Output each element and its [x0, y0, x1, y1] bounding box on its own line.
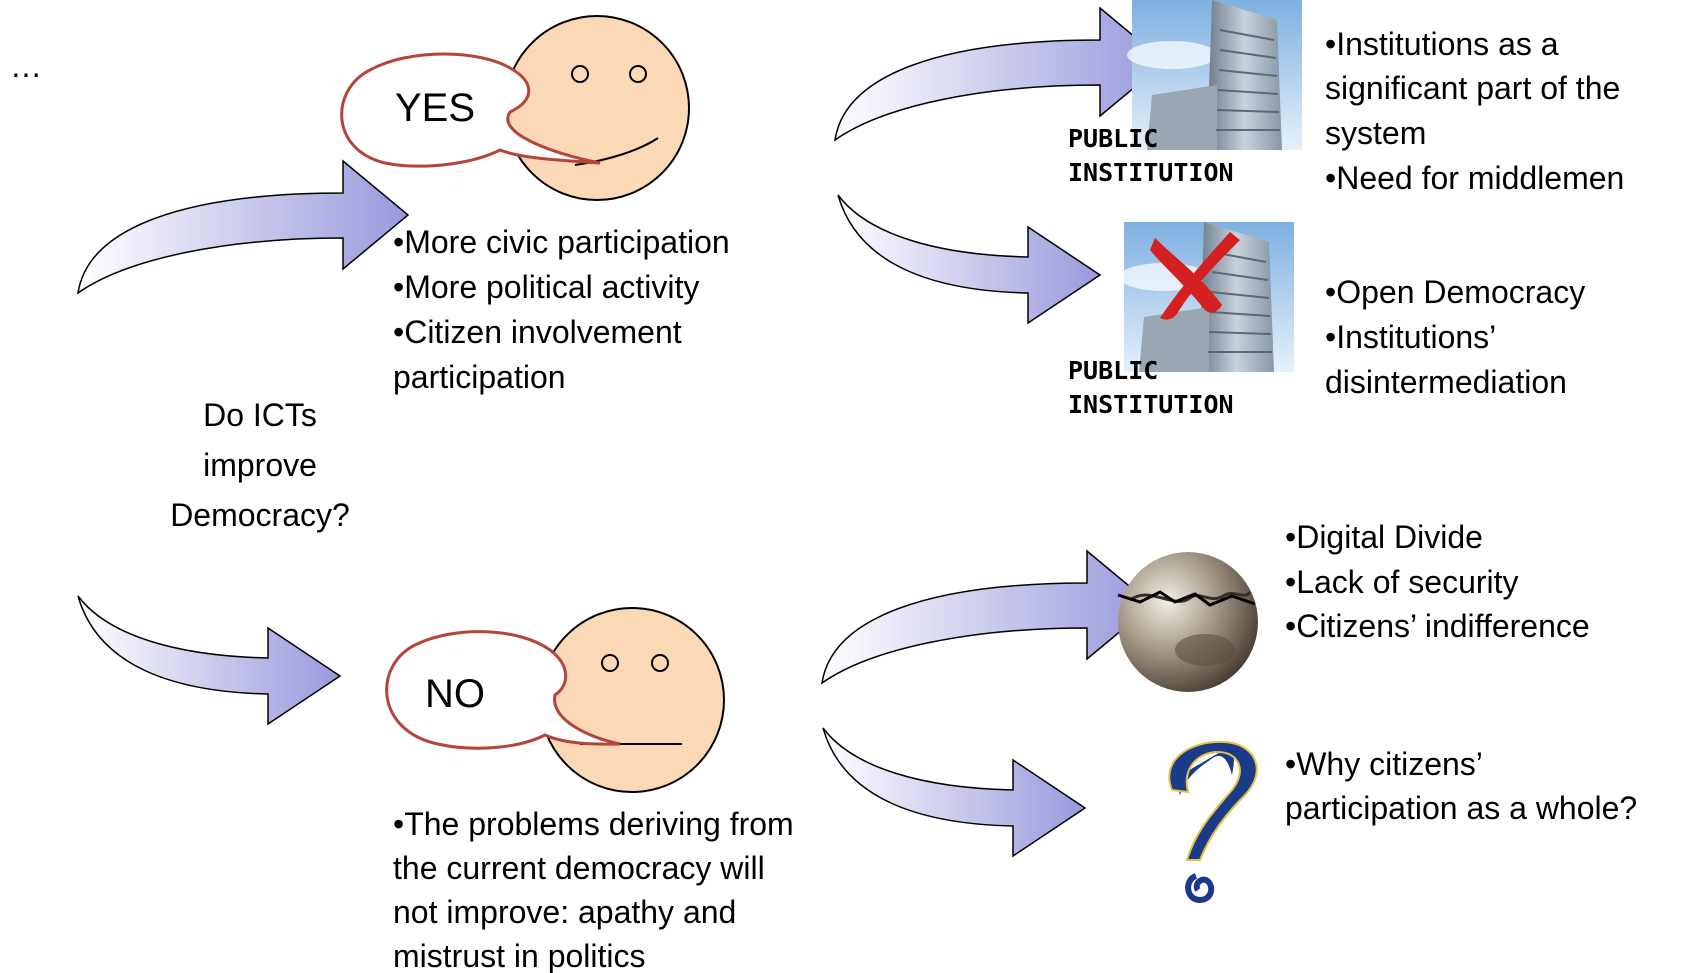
no-label: NO: [425, 672, 485, 716]
list-item: disintermediation: [1325, 364, 1567, 400]
list-item: participation: [393, 359, 566, 395]
list-item: mistrust in politics: [393, 938, 646, 973]
list-item: •Citizen involvement: [393, 314, 682, 350]
list-item: •Why citizens’: [1285, 746, 1483, 782]
list-item: •More civic participation: [393, 224, 730, 260]
question-line: Democracy?: [170, 497, 350, 533]
red-cross-icon: [1150, 232, 1240, 320]
institution-label: PUBLIC: [1068, 356, 1159, 385]
list-item: •Need for middlemen: [1325, 160, 1625, 196]
ellipsis-mark: …: [10, 48, 42, 84]
list-item: •The problems deriving from: [393, 806, 794, 842]
list-item: •Digital Divide: [1285, 519, 1483, 555]
list-item: •Institutions’: [1325, 319, 1497, 355]
list-item: not improve: apathy and: [393, 894, 737, 930]
question-mark-icon: [1168, 740, 1258, 904]
arrow-to-divide: [821, 550, 1153, 684]
list-item: •Open Democracy: [1325, 274, 1586, 310]
yes-label: YES: [395, 86, 476, 130]
institution-label: PUBLIC: [1068, 124, 1159, 153]
no-speech-bubble: [385, 630, 621, 750]
list-item: •Lack of security: [1285, 564, 1519, 600]
yes-speech-bubble: [340, 52, 601, 168]
list-item: •More political activity: [393, 269, 700, 305]
arrow-to-no: [77, 595, 341, 725]
list-item: the current democracy will: [393, 850, 765, 886]
cracked-globe-icon: [1117, 552, 1258, 692]
yes-face: [504, 15, 690, 201]
arrow-to-yes: [77, 160, 409, 294]
arrow-to-question: [822, 727, 1086, 857]
list-item: system: [1325, 115, 1427, 151]
no-face: [539, 607, 725, 793]
question-line: improve: [203, 447, 317, 483]
arrow-to-institutions: [834, 7, 1166, 141]
arrow-to-open-democracy: [837, 194, 1101, 324]
institution-label: INSTITUTION: [1068, 158, 1234, 187]
list-item: significant part of the: [1325, 70, 1621, 106]
list-item: participation as a whole?: [1285, 790, 1638, 826]
list-item: •Citizens’ indifference: [1285, 608, 1590, 644]
institution-label: INSTITUTION: [1068, 390, 1234, 419]
question-line: Do ICTs: [203, 397, 317, 433]
list-item: •Institutions as a: [1325, 26, 1559, 62]
